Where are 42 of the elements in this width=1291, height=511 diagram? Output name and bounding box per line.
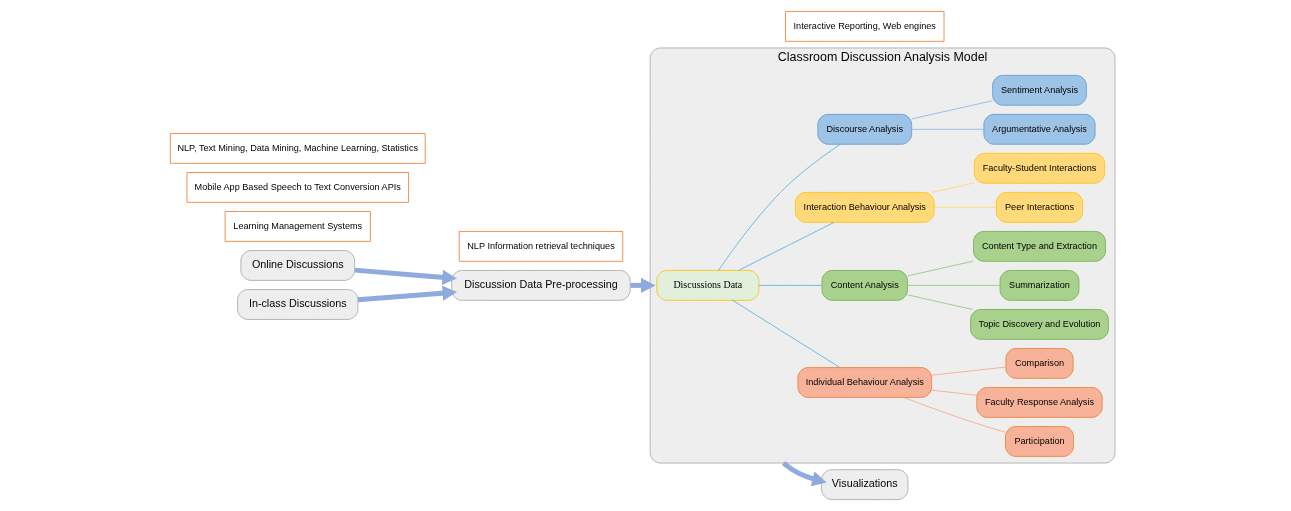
node-box: Individual Behaviour Analysis <box>797 367 932 398</box>
connector <box>731 299 840 368</box>
connector <box>737 221 834 271</box>
node-box: NLP Information retrieval techniques <box>458 231 623 262</box>
connector <box>931 182 975 193</box>
node-box: Learning Management Systems <box>224 211 371 242</box>
node-box: Summarization <box>999 270 1079 301</box>
connector <box>906 284 1000 286</box>
node-box: Topic Discovery and Evolution <box>969 309 1109 340</box>
arrow <box>354 267 457 285</box>
connector <box>930 366 1006 376</box>
connector <box>903 397 1006 433</box>
node-box: Visualizations <box>820 469 908 500</box>
connector <box>758 284 822 286</box>
node-box: Discussions Data <box>655 270 759 301</box>
node-box: Interaction Behaviour Analysis <box>794 192 934 223</box>
connector <box>717 143 841 271</box>
node-box: Content Analysis <box>821 270 908 301</box>
node-box: Interactive Reporting, Web engines <box>784 11 944 42</box>
connector <box>930 389 977 396</box>
node-box: Peer Interactions <box>995 192 1083 223</box>
node-box: Online Discussions <box>239 250 355 281</box>
connector <box>933 206 997 208</box>
node-box: Discussion Data Pre-processing <box>450 270 631 301</box>
node-box: Sentiment Analysis <box>991 74 1087 106</box>
node-box: Mobile App Based Speech to Text Conversion APIs <box>186 172 409 203</box>
connector <box>910 128 984 130</box>
node-box: Faculty Response Analysis <box>975 387 1103 418</box>
node-box: Argumentative Analysis <box>982 113 1096 145</box>
arrow <box>357 285 457 303</box>
node-box: In-class Discussions <box>236 289 358 320</box>
node-box: Participation <box>1004 426 1074 457</box>
arrow <box>781 461 827 487</box>
node-box: Faculty-Student Interactions <box>973 152 1105 184</box>
node-box: NLP, Text Mining, Data Mining, Machine Learning, Statistics <box>169 133 426 164</box>
node-box: Comparison <box>1004 348 1074 379</box>
connector <box>910 100 993 120</box>
connector <box>906 260 974 277</box>
arrow <box>629 277 655 293</box>
node-box: Discourse Analysis <box>816 113 912 145</box>
connector <box>906 294 973 310</box>
node-box: Content Type and Extraction <box>972 231 1106 262</box>
